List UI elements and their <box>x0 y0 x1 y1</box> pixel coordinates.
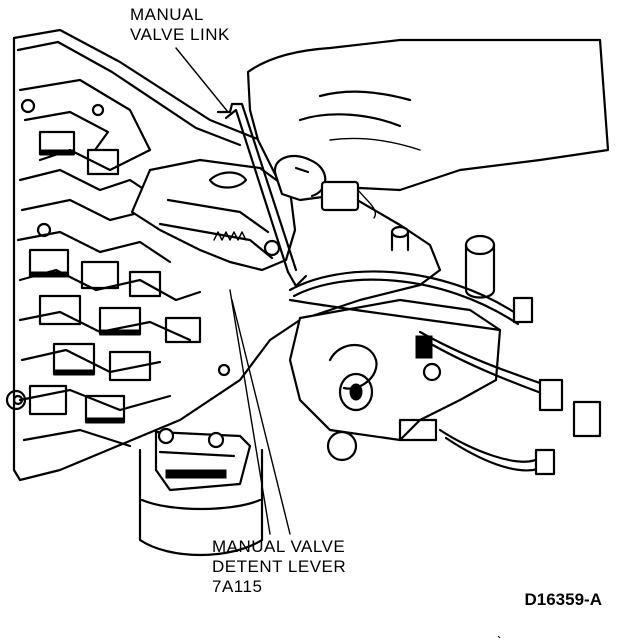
detent-lever-label: MANUAL VALVE DETENT LEVER 7A115 <box>212 537 346 597</box>
detent-lever <box>130 158 297 272</box>
leader-lines <box>175 47 291 535</box>
manual-valve-link-label-line-1: MANUAL <box>130 5 204 24</box>
right-components <box>288 225 502 462</box>
leader-detent-lever-2 <box>231 299 291 535</box>
manual-valve-link-label-line-2: VALVE LINK <box>130 25 230 44</box>
detent-lever-label-line-1: MANUAL VALVE <box>212 537 346 556</box>
valve-body-plate <box>5 28 442 482</box>
leader-detent-lever-1 <box>229 289 271 535</box>
manual-valve-link-label: MANUAL VALVE LINK <box>130 5 230 45</box>
figure-id: D16359-A <box>524 590 603 609</box>
lower-bracket <box>138 427 264 557</box>
detent-lever-label-line-2: DETENT LEVER <box>212 557 347 576</box>
hand-illustration <box>246 38 610 219</box>
leader-manual-valve-link <box>175 47 229 113</box>
detent-lever-label-line-3: 7A115 <box>212 577 263 596</box>
wiring-harness <box>288 270 602 476</box>
